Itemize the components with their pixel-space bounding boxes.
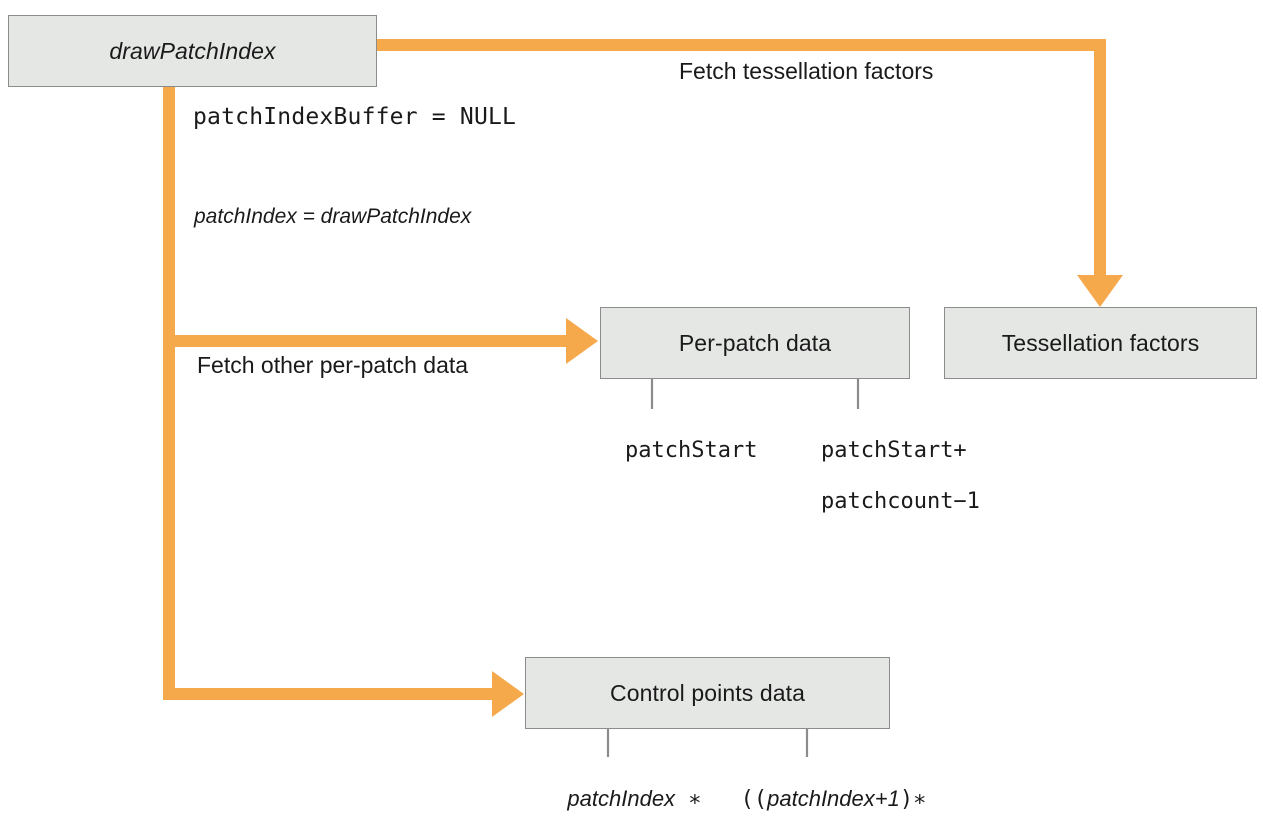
node-draw-patch-index[interactable]: drawPatchIndex bbox=[8, 15, 377, 87]
caption-patch-start-text: patchStart bbox=[624, 437, 758, 463]
caption-control-end-prefix: (( bbox=[740, 786, 768, 812]
caption-patch-end-line1: patchStart+ bbox=[820, 437, 967, 463]
node-tessellation-factors[interactable]: Tessellation factors bbox=[944, 307, 1257, 379]
caption-control-end-index: patchIndex+1 bbox=[767, 785, 900, 811]
arrowhead-control-points-data bbox=[492, 671, 524, 717]
node-control-points-data-label: Control points data bbox=[610, 679, 805, 706]
caption-control-start: patchIndex ∗ numberOfPatchControlPonts bbox=[303, 760, 913, 834]
node-draw-patch-index-label: drawPatchIndex bbox=[109, 37, 276, 64]
edge-label-fetch-tessellation-factors: Fetch tessellation factors bbox=[679, 58, 934, 84]
node-tessellation-factors-label: Tessellation factors bbox=[1001, 329, 1200, 356]
node-control-points-data[interactable]: Control points data bbox=[525, 657, 890, 729]
caption-control-start-operator: ∗ bbox=[675, 786, 702, 812]
arrowhead-per-patch-data bbox=[566, 318, 598, 364]
node-per-patch-data[interactable]: Per-patch data bbox=[600, 307, 910, 379]
arrowhead-tessellation-factors bbox=[1077, 275, 1123, 307]
edge-label-fetch-other-per-patch-data: Fetch other per-patch data bbox=[197, 352, 469, 378]
caption-patch-end: patchStart+ patchcount−1 bbox=[768, 412, 980, 540]
caption-control-end-suffix: )∗ bbox=[899, 786, 927, 812]
caption-control-end: ((patchIndex+1)∗ numberOfPatchControlPon… bbox=[623, 760, 991, 834]
note-patch-index-buffer: patchIndexBuffer = NULL bbox=[193, 104, 517, 130]
caption-patch-start: patchStart bbox=[572, 412, 757, 489]
caption-patch-end-line2: patchcount−1 bbox=[820, 488, 980, 514]
caption-control-start-index: patchIndex bbox=[567, 785, 676, 811]
note-patch-index-assignment: patchIndex = drawPatchIndex bbox=[194, 205, 472, 228]
node-per-patch-data-label: Per-patch data bbox=[678, 329, 832, 356]
connector-fetch-tessellation-factors bbox=[376, 39, 1106, 278]
